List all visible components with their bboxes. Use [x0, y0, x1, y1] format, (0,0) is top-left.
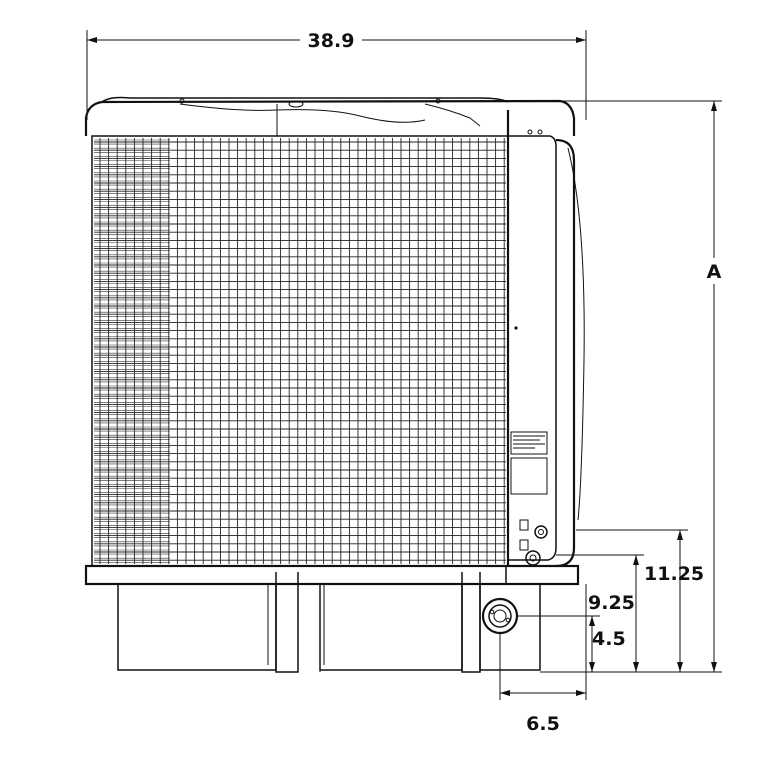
dim-9-25: 9.25 — [588, 592, 635, 614]
cabinet — [84, 96, 585, 673]
width-value: 38.9 — [308, 30, 355, 52]
bottom-dimension: 6.5 — [499, 584, 587, 735]
coil-grille — [94, 138, 506, 564]
dim-11-25: 11.25 — [644, 563, 704, 585]
height-label: A — [707, 261, 722, 283]
width-dimension: 38.9 — [86, 30, 587, 120]
dim-4-5: 4.5 — [592, 628, 626, 650]
dim-6-5: 6.5 — [526, 713, 560, 735]
height-dimension: A — [560, 100, 722, 672]
side-dimensions: 11.25 9.25 4.5 — [518, 529, 722, 673]
